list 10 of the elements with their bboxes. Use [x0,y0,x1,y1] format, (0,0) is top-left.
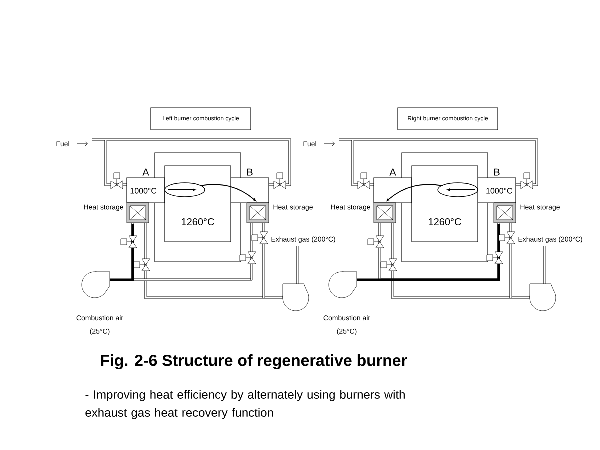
temperature-label: 1000°C [486,188,512,194]
burner-letter: B [247,168,253,176]
figure-title: Fig. 2-6 Structure of regenerative burner [101,354,408,370]
temperature-label: 1260°C [182,218,214,226]
temperature-label: 1260°C [429,218,462,226]
burner-letter: A [142,168,150,176]
temperature-label: 1000°C [130,188,157,194]
burner-letter: B [494,168,500,176]
caption: - Improving heat efficiency by alternately using burners with exhaust gas heat recovery function [86,390,405,420]
burner-letter: A [390,168,396,176]
